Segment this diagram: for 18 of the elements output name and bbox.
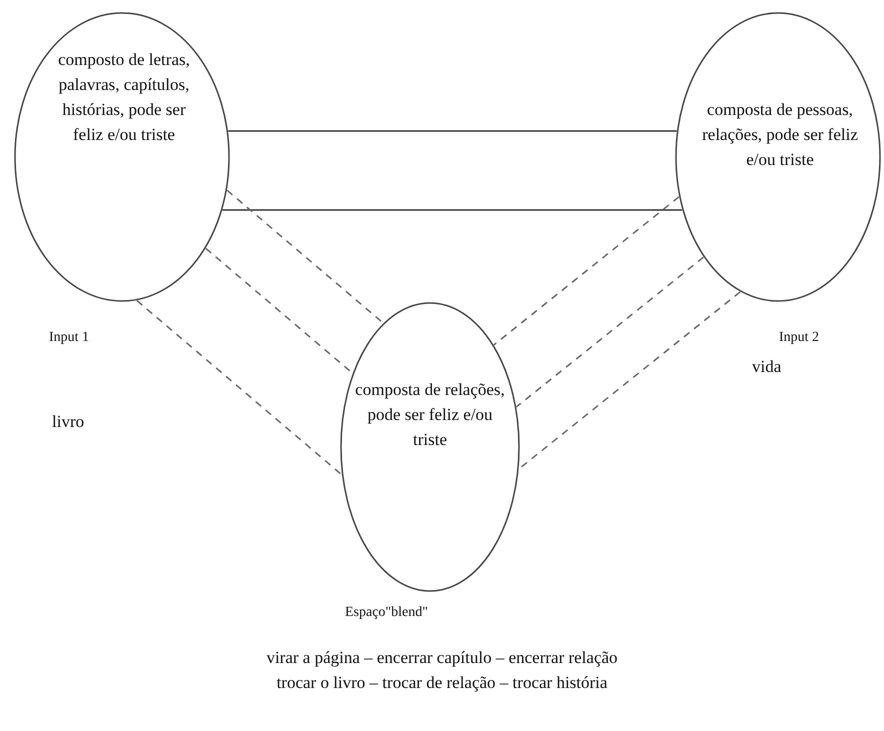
dashed-connector	[205, 248, 353, 374]
dashed-connector	[518, 291, 741, 470]
dashed-connector	[136, 300, 342, 476]
dashed-connector	[516, 256, 704, 408]
note-text: trocar o livro – trocar de relação – trocar história	[276, 673, 608, 693]
node-text: composto de letras, palavras, capítulos, histórias, pode ser feliz e/ou triste	[57, 49, 191, 146]
dashed-connector	[493, 196, 680, 346]
label-text: vida	[752, 357, 782, 377]
label-text: livro	[52, 412, 84, 432]
dashed-connector	[226, 190, 384, 324]
note-text: virar a página – encerrar capítulo – encerrar relação	[265, 648, 619, 668]
node-caption: Input 2	[779, 330, 820, 346]
node-caption: Espaço"blend"	[345, 605, 428, 621]
connector-line	[228, 130, 677, 132]
node-text: composta de pessoas, relações, pode ser feliz e/ou triste	[701, 99, 859, 171]
node-caption: Input 1	[49, 330, 90, 346]
connector-line	[222, 209, 682, 211]
node-text: composta de relações, pode ser feliz e/ou triste	[355, 379, 505, 451]
